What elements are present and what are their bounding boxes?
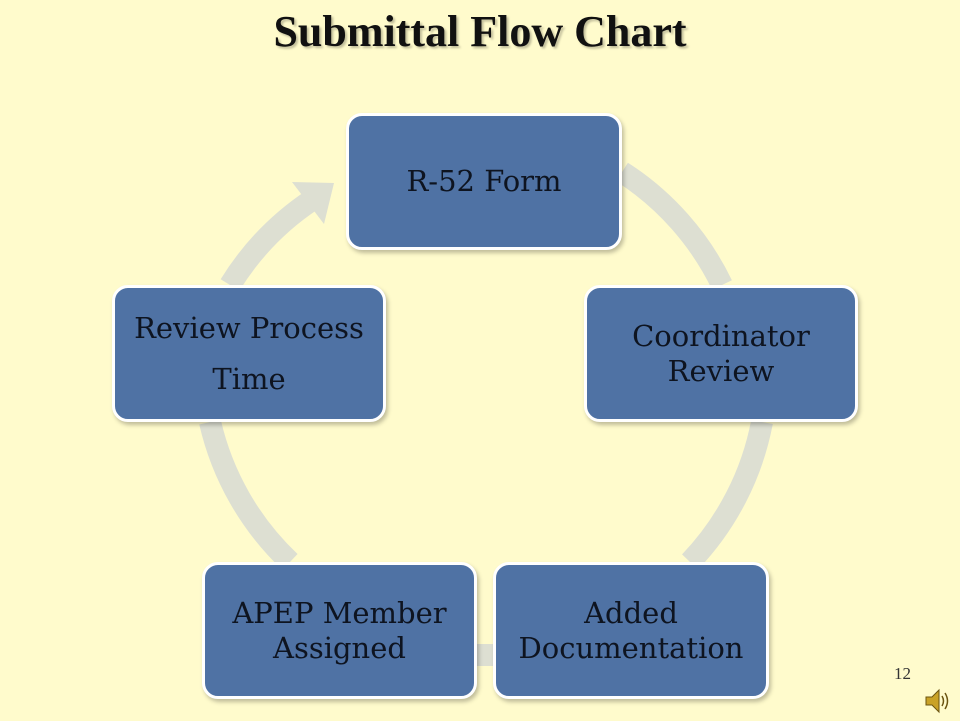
- cycle-arrow-segment: [615, 162, 732, 290]
- flow-node-label: Added: [584, 595, 678, 630]
- flow-node-review-process-time: Review Process Time: [112, 285, 386, 422]
- speaker-icon[interactable]: [924, 686, 952, 721]
- flow-node-coordinator-review: Coordinator Review: [584, 285, 858, 422]
- page-number: 12: [894, 664, 911, 683]
- flow-node-label: Documentation: [518, 630, 744, 665]
- cycle-arrow-segment: [199, 419, 298, 570]
- flow-node-r52-form: R-52 Form: [346, 113, 622, 250]
- flow-node-label: Review: [667, 353, 775, 388]
- cycle-arrow-segment: [681, 419, 773, 570]
- flow-node-label: R-52 Form: [406, 164, 562, 199]
- flow-node-label: Review Process: [134, 310, 364, 345]
- flow-node-label: APEP Member: [232, 595, 447, 630]
- flow-node-label: Assigned: [273, 630, 406, 665]
- flow-node-apep-member-assigned: APEP Member Assigned: [202, 562, 477, 699]
- flow-node-added-documentation: Added Documentation: [493, 562, 769, 699]
- cycle-arrow-segment: [220, 190, 319, 291]
- page-title: Submittal Flow Chart: [273, 7, 687, 56]
- cycle-arrowhead-icon: [292, 182, 334, 224]
- flow-node-label: Time: [212, 361, 286, 396]
- flow-node-label: Coordinator: [632, 318, 810, 353]
